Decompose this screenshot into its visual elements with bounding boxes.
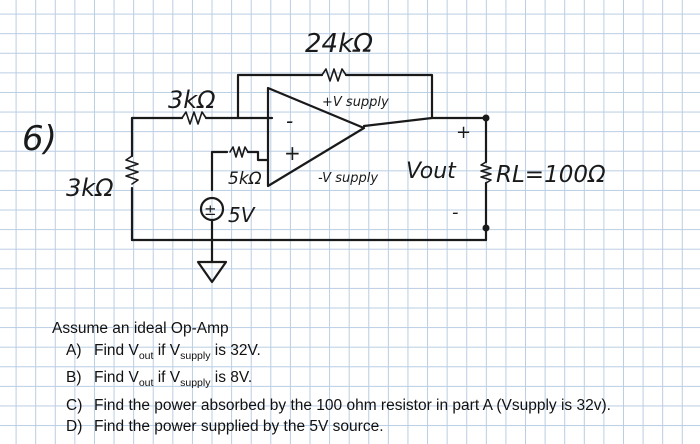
noninv-resistor-label: 5kΩ — [228, 169, 262, 189]
shunt-resistor — [125, 155, 139, 185]
load-resistor-label: RL=100Ω — [496, 162, 606, 188]
vout-minus-sign: - — [452, 202, 459, 223]
question-a: A) Find Vout if Vsupply is 32V. — [52, 340, 611, 368]
problem-text: Assume an ideal Op-Amp A) Find Vout if V… — [52, 318, 611, 438]
problem-number: 6) — [22, 119, 57, 159]
input-resistor — [181, 111, 207, 125]
noninv-resistor — [229, 146, 249, 158]
question-a-letter: A) — [66, 341, 82, 359]
ground-icon — [196, 260, 228, 284]
feedback-resistor-label: 24kΩ — [305, 29, 373, 59]
question-d-text: Find the power supplied by the 5V source… — [94, 418, 384, 436]
circuit-diagram: 6) 24kΩ 3kΩ 3kΩ - + +V supply -V supply … — [22, 29, 606, 284]
vout-label: Vout — [406, 159, 457, 184]
question-b-letter: B) — [66, 369, 82, 387]
question-c: C) Find the power absorbed by the 100 oh… — [52, 395, 611, 417]
question-d-letter: D) — [66, 418, 83, 436]
feedback-wire-left — [236, 73, 324, 120]
vout-plus-sign: + — [456, 122, 471, 143]
load-resistor — [480, 161, 492, 184]
problem-intro: Assume an ideal Op-Amp — [52, 320, 229, 337]
positive-supply-label: +V supply — [322, 95, 389, 110]
voltage-source-sign: ± — [204, 201, 217, 219]
shunt-resistor-label: 3kΩ — [66, 174, 114, 202]
inverting-input-sign: - — [286, 109, 293, 133]
output-wire — [362, 116, 488, 128]
feedback-wire-right — [344, 73, 434, 120]
question-d: D) Find the power supplied by the 5V sou… — [52, 416, 611, 438]
question-a-text: Find Vout if Vsupply is 32V. — [94, 341, 261, 362]
question-c-letter: C) — [66, 396, 83, 414]
negative-supply-label: -V supply — [318, 171, 378, 186]
question-c-text: Find the power absorbed by the 100 ohm r… — [94, 396, 611, 414]
question-b-text: Find Vout if Vsupply is 8V. — [94, 369, 253, 390]
question-b: B) Find Vout if Vsupply is 8V. — [52, 367, 611, 395]
input-resistor-label: 3kΩ — [168, 86, 216, 114]
noninverting-input-sign: + — [284, 141, 301, 165]
feedback-resistor — [321, 68, 347, 82]
noninv-wire-right — [246, 150, 270, 162]
noninv-wire-left — [210, 150, 229, 192]
op-amp — [266, 86, 366, 188]
voltage-source-label: 5V — [228, 203, 256, 227]
